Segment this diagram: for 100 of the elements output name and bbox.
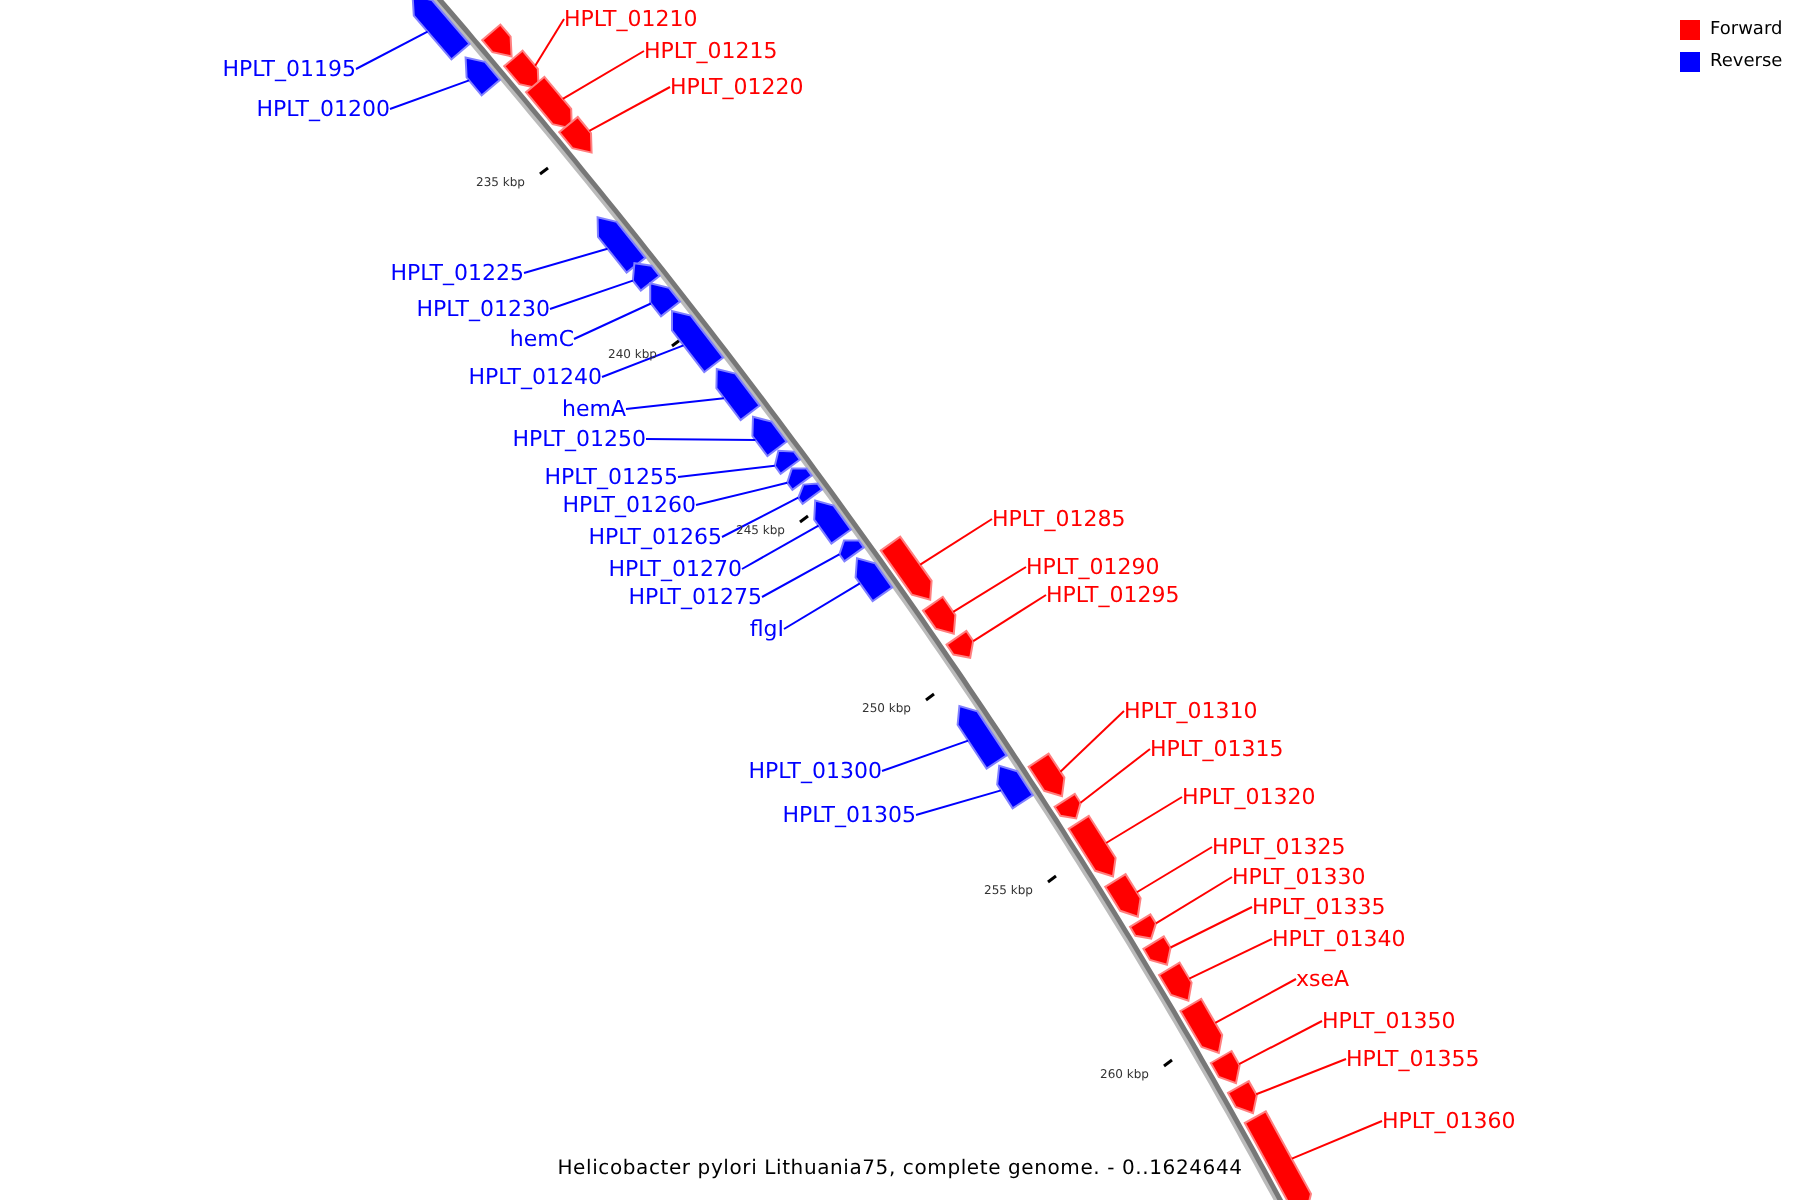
gene-feature xyxy=(1243,1110,1313,1200)
gene-label: HPLT_01275 xyxy=(628,584,762,610)
gene-feature xyxy=(1142,935,1172,967)
gene-feature xyxy=(1209,1049,1241,1085)
gene-label: HPLT_01310 xyxy=(1124,698,1258,724)
gene-feature xyxy=(956,704,1008,770)
gene-label: HPLT_01285 xyxy=(992,506,1126,532)
leader-line xyxy=(741,524,820,570)
gene-feature xyxy=(557,115,593,154)
leader-line xyxy=(1214,978,1297,1024)
leader-line xyxy=(1135,846,1213,894)
leader-line xyxy=(601,344,685,378)
leader-line xyxy=(1154,876,1233,925)
leader-line xyxy=(695,481,789,506)
gene-feature xyxy=(464,56,502,97)
gene-label: HPLT_01350 xyxy=(1322,1008,1456,1034)
gene-label: HPLT_01265 xyxy=(588,524,722,550)
gene-feature xyxy=(1027,752,1066,798)
gene-feature xyxy=(786,467,814,492)
leader-line xyxy=(783,582,861,630)
gene-label: HPLT_01215 xyxy=(644,38,778,64)
leader-line xyxy=(573,302,652,340)
leader-line xyxy=(549,279,634,310)
gene-label: HPLT_01220 xyxy=(670,74,804,100)
gene-feature xyxy=(1128,913,1158,940)
leader-line xyxy=(1188,938,1273,980)
leader-line xyxy=(1255,1058,1347,1096)
gene-label: HPLT_01300 xyxy=(748,758,882,784)
leader-line xyxy=(1105,796,1183,844)
gene-feature xyxy=(879,535,933,602)
gene-feature xyxy=(921,595,957,636)
gene-label: HPLT_01355 xyxy=(1346,1046,1480,1072)
gene-feature xyxy=(715,367,761,422)
gene-feature xyxy=(813,499,853,545)
leader-line xyxy=(972,594,1047,643)
gene-label: HPLT_01225 xyxy=(390,260,524,286)
leader-line xyxy=(721,496,800,538)
gene-feature xyxy=(671,309,725,374)
gene-label: HPLT_01260 xyxy=(562,492,696,518)
gene-label: HPLT_01210 xyxy=(564,6,698,32)
leader-line xyxy=(645,438,757,441)
gene-label: HPLT_01200 xyxy=(256,96,390,122)
leader-line xyxy=(1169,906,1253,949)
gene-feature xyxy=(996,764,1035,810)
leader-line xyxy=(881,739,970,772)
legend-label: Forward xyxy=(1710,18,1783,44)
leader-line xyxy=(677,464,776,478)
gene-feature xyxy=(631,262,661,292)
gene-label: xseA xyxy=(1296,966,1350,992)
gene-feature xyxy=(1067,814,1117,878)
leader-line xyxy=(919,518,993,566)
gene-label: HPLT_01295 xyxy=(1046,582,1180,608)
gene-label: flgI xyxy=(749,616,784,642)
gene-label: HPLT_01315 xyxy=(1150,736,1284,762)
leader-line xyxy=(389,79,471,110)
leader-line xyxy=(761,553,841,598)
gene-label: HPLT_01250 xyxy=(512,426,646,452)
gene-feature xyxy=(797,482,824,506)
gene-feature xyxy=(1157,961,1193,1003)
gene-label: HPLT_01305 xyxy=(782,802,916,828)
gene-feature xyxy=(1179,997,1224,1055)
gene-feature xyxy=(502,49,540,90)
gene-label: HPLT_01195 xyxy=(222,56,356,82)
gene-feature xyxy=(1053,792,1082,820)
gene-label: HPLT_01360 xyxy=(1382,1108,1516,1134)
gene-feature xyxy=(1103,872,1142,918)
leader-line xyxy=(625,397,725,410)
leader-line xyxy=(1079,748,1151,804)
leader-line xyxy=(1290,1120,1383,1160)
gene-label: HPLT_01340 xyxy=(1272,926,1406,952)
leader-line xyxy=(1059,710,1125,773)
leader-line xyxy=(523,247,609,274)
gene-feature xyxy=(596,215,647,274)
gene-label: hemC xyxy=(509,326,574,352)
gene-feature xyxy=(945,629,975,659)
gene-label: HPLT_01240 xyxy=(468,364,602,390)
gene-label: HPLT_01320 xyxy=(1182,784,1316,810)
caption: Helicobacter pylori Lithuania75, complete genome. - 0..1624644 xyxy=(555,1156,1245,1182)
gene-feature xyxy=(1226,1079,1258,1115)
gene-label: HPLT_01270 xyxy=(608,556,742,582)
gene-label: HPLT_01290 xyxy=(1026,554,1160,580)
gene-label: HPLT_01230 xyxy=(416,296,550,322)
gene-feature xyxy=(480,23,513,58)
leader-line xyxy=(561,50,645,100)
gene-label: HPLT_01335 xyxy=(1252,894,1386,920)
leader-line xyxy=(1238,1020,1323,1066)
gene-label: hemA xyxy=(562,396,626,422)
leader-line xyxy=(588,86,671,132)
gene-feature xyxy=(751,415,788,458)
gene-label: HPLT_01255 xyxy=(544,464,678,490)
gene-label: HPLT_01325 xyxy=(1212,834,1346,860)
leader-line xyxy=(534,18,565,67)
leader-line xyxy=(915,789,1003,816)
gene-label: HPLT_01330 xyxy=(1232,864,1366,890)
leader-line xyxy=(952,566,1027,613)
gene-feature xyxy=(524,75,573,130)
gene-feature xyxy=(649,281,682,318)
gene-feature xyxy=(854,557,894,603)
gene-feature xyxy=(411,0,471,61)
leader-line xyxy=(355,30,429,70)
